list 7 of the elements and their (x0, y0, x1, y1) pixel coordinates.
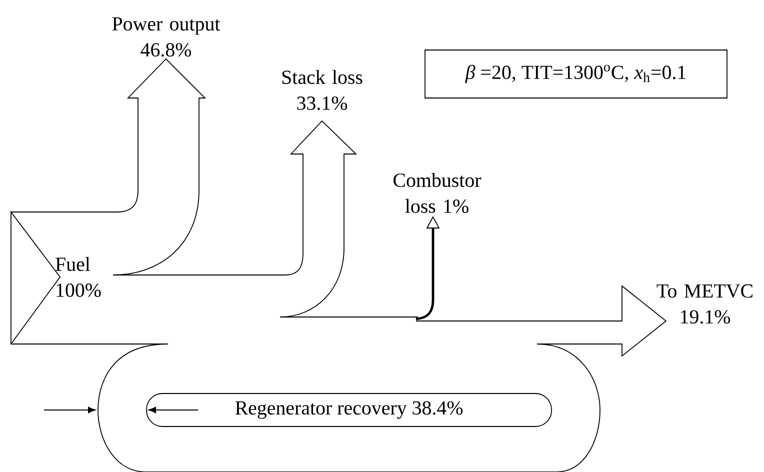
flow-label: To METVC 19.1% (656, 284, 752, 324)
flow-label: Fuel 100% (56, 257, 101, 297)
flow-label: Combustor loss 1% (394, 173, 482, 213)
regenerator-band: Regenerator recovery 38.4% (146, 393, 552, 427)
param-box: β =20, TIT=1300$^{o}$C, x$_{h}$=0.1 (424, 50, 728, 98)
flow-label: Stack loss 33.1% (282, 70, 362, 110)
flow-label: Power output 46.8% (112, 17, 220, 57)
